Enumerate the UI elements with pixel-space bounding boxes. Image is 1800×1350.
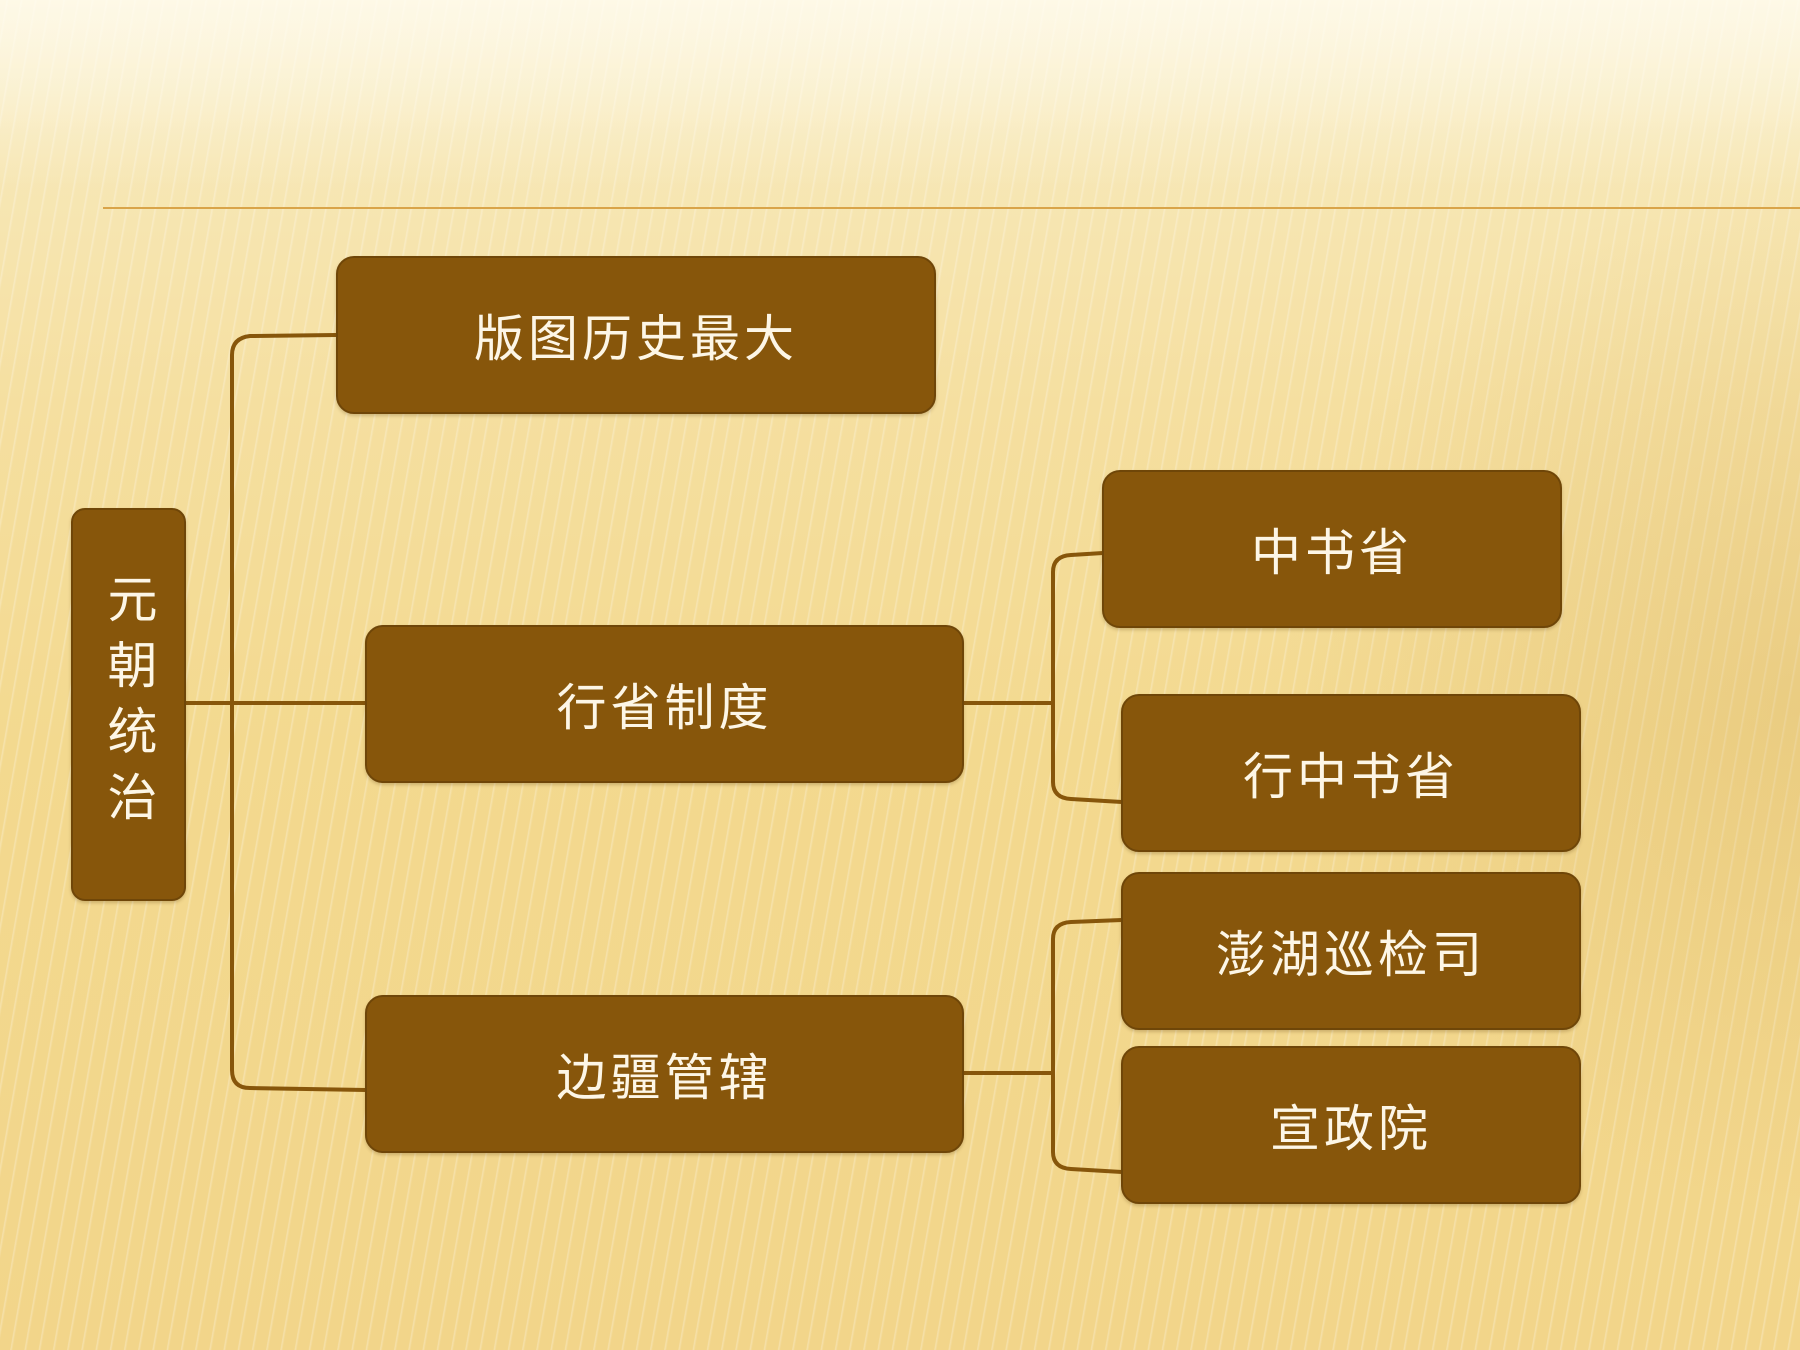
leaf-node-xuanzhengyuan[interactable]: 宣政院 [1121,1046,1581,1204]
root-node[interactable]: 元朝统治 [71,508,186,901]
leaf-node-penghu-xunjiansi[interactable]: 澎湖巡检司 [1121,872,1581,1030]
title-rule [103,207,1800,209]
branch-node-frontier-administration[interactable]: 边疆管辖 [365,995,964,1153]
branch-node-label: 行省制度 [556,679,773,737]
connector-bracket-left [230,333,367,1092]
connector-xingsheng-bracket [1051,551,1123,804]
branch-node-label: 边疆管辖 [556,1049,773,1107]
leaf-node-label: 澎湖巡检司 [1216,926,1486,984]
leaf-node-label: 宣政院 [1270,1100,1432,1158]
branch-node-territory[interactable]: 版图历史最大 [336,256,936,414]
leaf-node-label: 中书省 [1251,524,1413,582]
leaf-node-label: 行中书省 [1243,748,1459,806]
branch-node-province-system[interactable]: 行省制度 [365,625,964,783]
leaf-node-zhongshusheng[interactable]: 中书省 [1102,470,1562,628]
leaf-node-xingzhongshusheng[interactable]: 行中书省 [1121,694,1581,852]
root-node-label: 元朝统治 [99,572,158,837]
branch-node-label: 版图历史最大 [474,310,798,368]
connector-bianjiang-bracket [1051,918,1123,1174]
